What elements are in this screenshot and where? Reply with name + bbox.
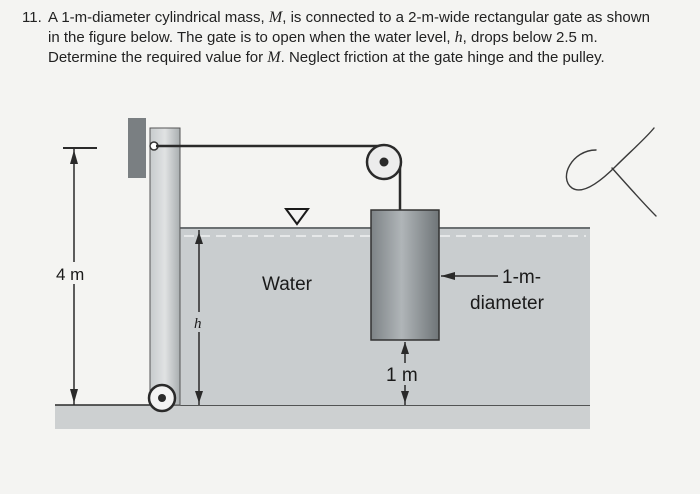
problem-number: 11. [22, 9, 42, 26]
ground [55, 405, 590, 429]
pulley-axle [379, 157, 389, 167]
diameter-arrow-head [441, 272, 455, 280]
problem-statement: 11. A 1-m-diameter cylindrical mass, M, … [22, 8, 662, 68]
gate-hinge-pin [158, 394, 166, 402]
label-diameter-line1: 1-m- [502, 267, 541, 288]
label-h: h [194, 316, 202, 332]
dimension-4m-arrow-top [70, 150, 78, 164]
dimension-h-arrow-bottom [195, 391, 203, 403]
dimension-h-arrow-top [195, 232, 203, 244]
label-4m: 4 m [56, 265, 84, 284]
handwritten-alpha-mark [565, 127, 657, 217]
gate-post [149, 127, 181, 406]
label-1m: 1 m [386, 365, 418, 386]
water-level-triangle [284, 208, 310, 226]
variable-h: h [454, 29, 463, 46]
dimension-1m-arrow-bottom [401, 391, 409, 403]
variable-M-second: M [267, 49, 281, 66]
cylinder-mass [370, 209, 440, 341]
dimension-1m-arrow-top [401, 342, 409, 354]
dimension-4m-arrow-bottom [70, 389, 78, 403]
gate-top-bracket [128, 118, 146, 178]
label-water: Water [262, 274, 313, 295]
variable-M: M [268, 9, 283, 26]
problem-text: A 1-m-diameter cylindrical mass, M, is c… [48, 9, 650, 66]
label-diameter-line2: diameter [470, 293, 545, 314]
